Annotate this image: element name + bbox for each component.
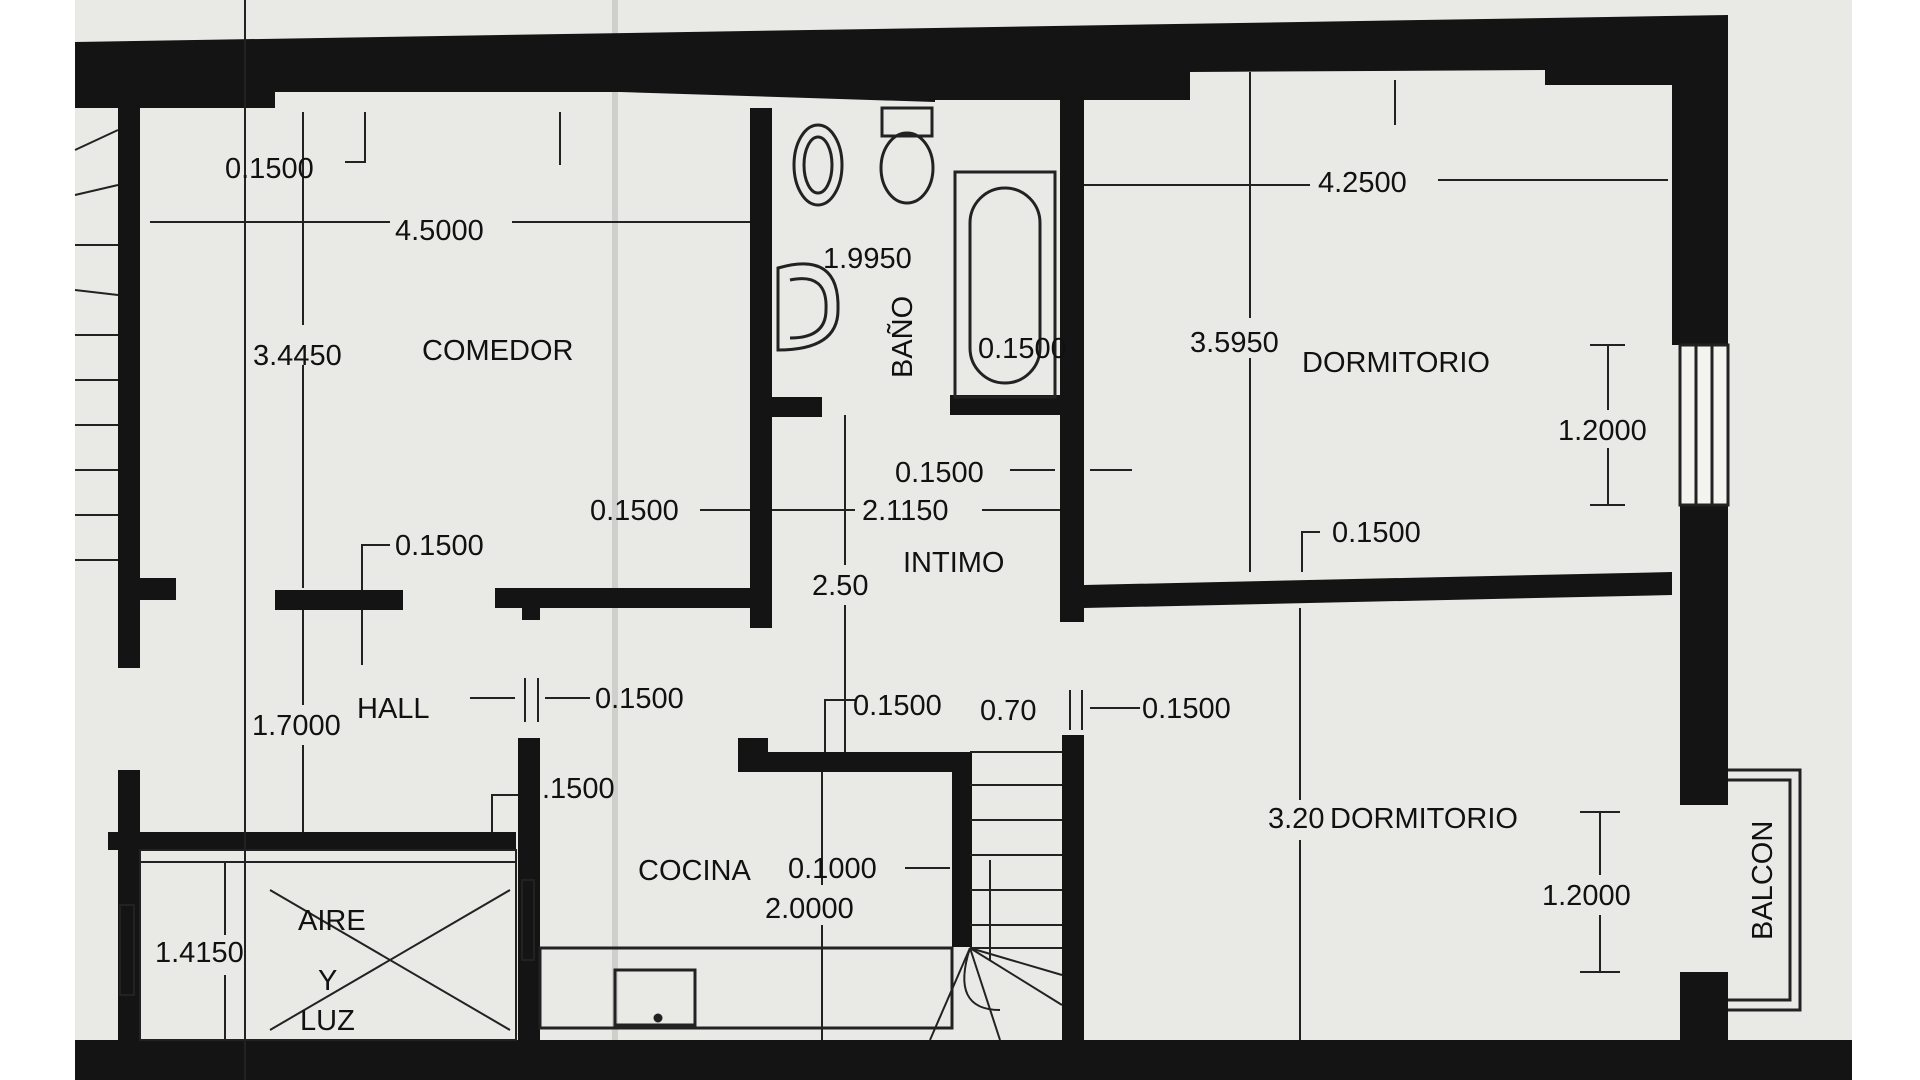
dim-bano-width: 1.9950 bbox=[823, 243, 912, 275]
room-comedor: COMEDOR bbox=[422, 335, 573, 367]
dim-top-015: 0.1500 bbox=[225, 153, 314, 185]
balcon-frame bbox=[1678, 343, 1802, 1012]
bidet-fixture bbox=[792, 123, 844, 207]
dim-intimo-015a: 0.1500 bbox=[590, 495, 679, 527]
room-dormitorio-top: DORMITORIO bbox=[1302, 347, 1490, 379]
dim-dorm1-height: 3.5950 bbox=[1190, 327, 1279, 359]
dim-cocina-height: 2.0000 bbox=[765, 893, 854, 925]
toilet-fixture bbox=[879, 106, 935, 205]
dim-stair-width: 0.70 bbox=[980, 695, 1036, 727]
room-intimo: INTIMO bbox=[903, 547, 1005, 579]
dim-hall-height: 1.7000 bbox=[252, 710, 341, 742]
room-aire: AIRE bbox=[298, 905, 366, 937]
dim-intimo-width: 2.1150 bbox=[862, 495, 949, 527]
room-y: Y bbox=[318, 965, 337, 997]
dim-hall-015a: 0.1500 bbox=[395, 530, 484, 562]
room-dormitorio-bottom: DORMITORIO bbox=[1330, 803, 1518, 835]
central-stair bbox=[929, 751, 1063, 1041]
bathtub-fixture bbox=[953, 170, 1057, 399]
dim-hall-015b: 0.1500 bbox=[595, 683, 684, 715]
room-cocina: COCINA bbox=[638, 855, 751, 887]
room-balcon: BALCON bbox=[1747, 821, 1779, 940]
dim-cocina-015: .1500 bbox=[542, 773, 615, 805]
dim-cocina-01: 0.1000 bbox=[788, 853, 877, 885]
dim-comedor-height: 3.4450 bbox=[253, 340, 342, 372]
dim-stair-015b: 0.1500 bbox=[1142, 693, 1231, 725]
dim-dorm1-015: 0.1500 bbox=[1332, 517, 1421, 549]
dim-stair-015: 0.1500 bbox=[853, 690, 942, 722]
walls bbox=[75, 15, 1852, 1080]
dim-dorm1-width: 4.2500 bbox=[1318, 167, 1407, 199]
dim-intimo-height: 2.50 bbox=[812, 570, 868, 602]
dim-window-2: 1.2000 bbox=[1542, 880, 1631, 912]
dim-bath-015: 0.1500 bbox=[978, 333, 1067, 365]
dim-comedor-width: 4.5000 bbox=[395, 215, 484, 247]
dim-dorm2-height: 3.20 bbox=[1268, 803, 1324, 835]
left-stair bbox=[74, 129, 119, 561]
dim-window-1: 1.2000 bbox=[1558, 415, 1647, 447]
room-hall: HALL bbox=[357, 693, 430, 725]
dimension-lines bbox=[150, 0, 1668, 1080]
room-luz: LUZ bbox=[300, 1005, 355, 1037]
room-bano: BAÑO bbox=[885, 296, 919, 378]
sink-fixture bbox=[776, 262, 840, 352]
dim-aire-height: 1.4150 bbox=[155, 937, 244, 969]
dim-intimo-015b: 0.1500 bbox=[895, 457, 984, 489]
aire-y-luz-frame bbox=[119, 849, 535, 1041]
